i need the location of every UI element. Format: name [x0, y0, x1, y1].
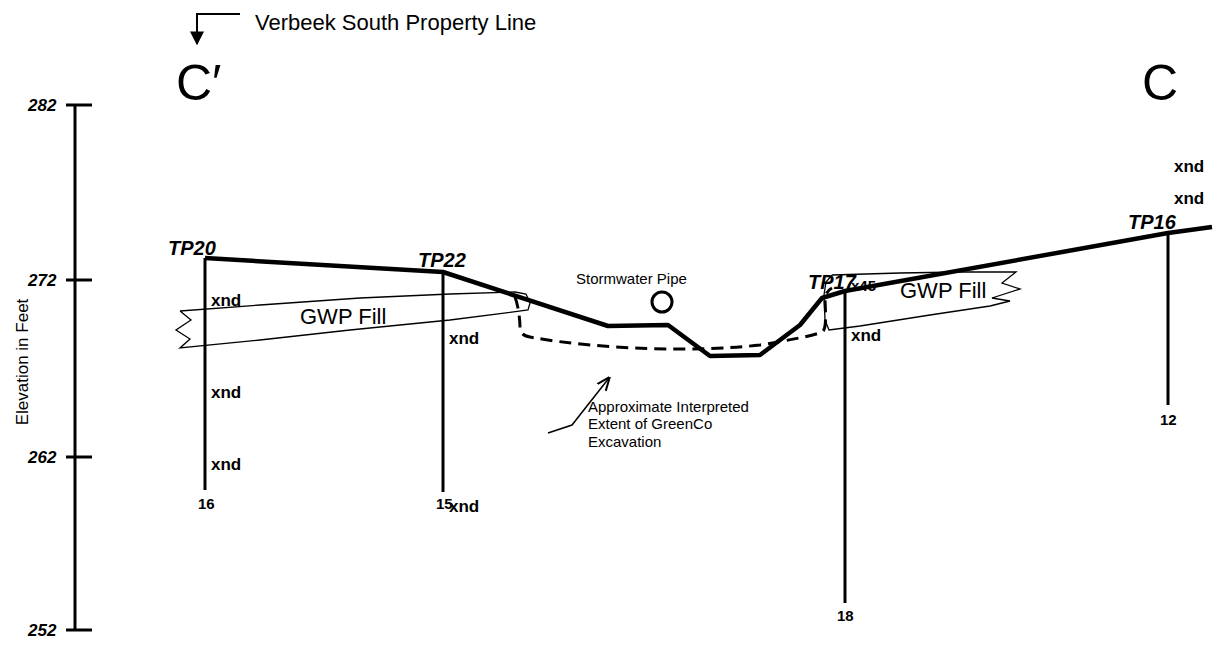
fill-zone-label: GWP Fill [300, 306, 386, 328]
fill-zone-label: GWP Fill [900, 280, 986, 302]
test-pit-name: TP22 [418, 250, 466, 270]
depth-number: 18 [837, 608, 854, 623]
test-pit-name: TP20 [168, 238, 216, 258]
property-line-label: Verbeek South Property Line [255, 12, 536, 34]
sample-result: xnd [211, 456, 241, 473]
property-line-arrow [197, 14, 240, 44]
sample-result: xnd [449, 498, 479, 515]
axis-title: Elevation in Feet [14, 299, 31, 426]
axis-tick-label: 272 [28, 272, 56, 289]
sample-result: xnd [1174, 190, 1204, 207]
pipe-label: Stormwater Pipe [576, 271, 687, 286]
sample-result: xnd [1174, 158, 1204, 175]
sample-result: xnd [851, 327, 881, 344]
fill-zone: GWP Fill [818, 262, 1030, 337]
axis-tick-label: 252 [28, 622, 56, 639]
depth-number: 16 [198, 496, 215, 511]
fill-zone-outline [824, 272, 1020, 330]
sample-result: xnd [449, 330, 479, 347]
axis-tick-label: 262 [28, 449, 56, 466]
depth-number: 12 [1160, 412, 1177, 427]
fill-zone-outline [176, 292, 530, 348]
stormwater-pipe [652, 292, 672, 312]
excavation-note: Approximate Interpreted Extent of GreenC… [588, 398, 773, 450]
sample-result: xnd [211, 384, 241, 401]
fill-zone: GWP Fill [170, 284, 538, 354]
depth-number: 15 [436, 496, 453, 511]
excavation-extent [515, 288, 832, 349]
ground-surface [205, 227, 1212, 356]
section-end-label: C′ [176, 58, 221, 108]
test-pit-name: TP16 [1128, 212, 1176, 232]
axis-tick-label: 282 [28, 97, 56, 114]
elevation-axis [66, 105, 92, 630]
sample-result: x45 [851, 278, 876, 293]
test-pit-lines [205, 233, 1168, 603]
section-end-label: C [1142, 58, 1178, 108]
